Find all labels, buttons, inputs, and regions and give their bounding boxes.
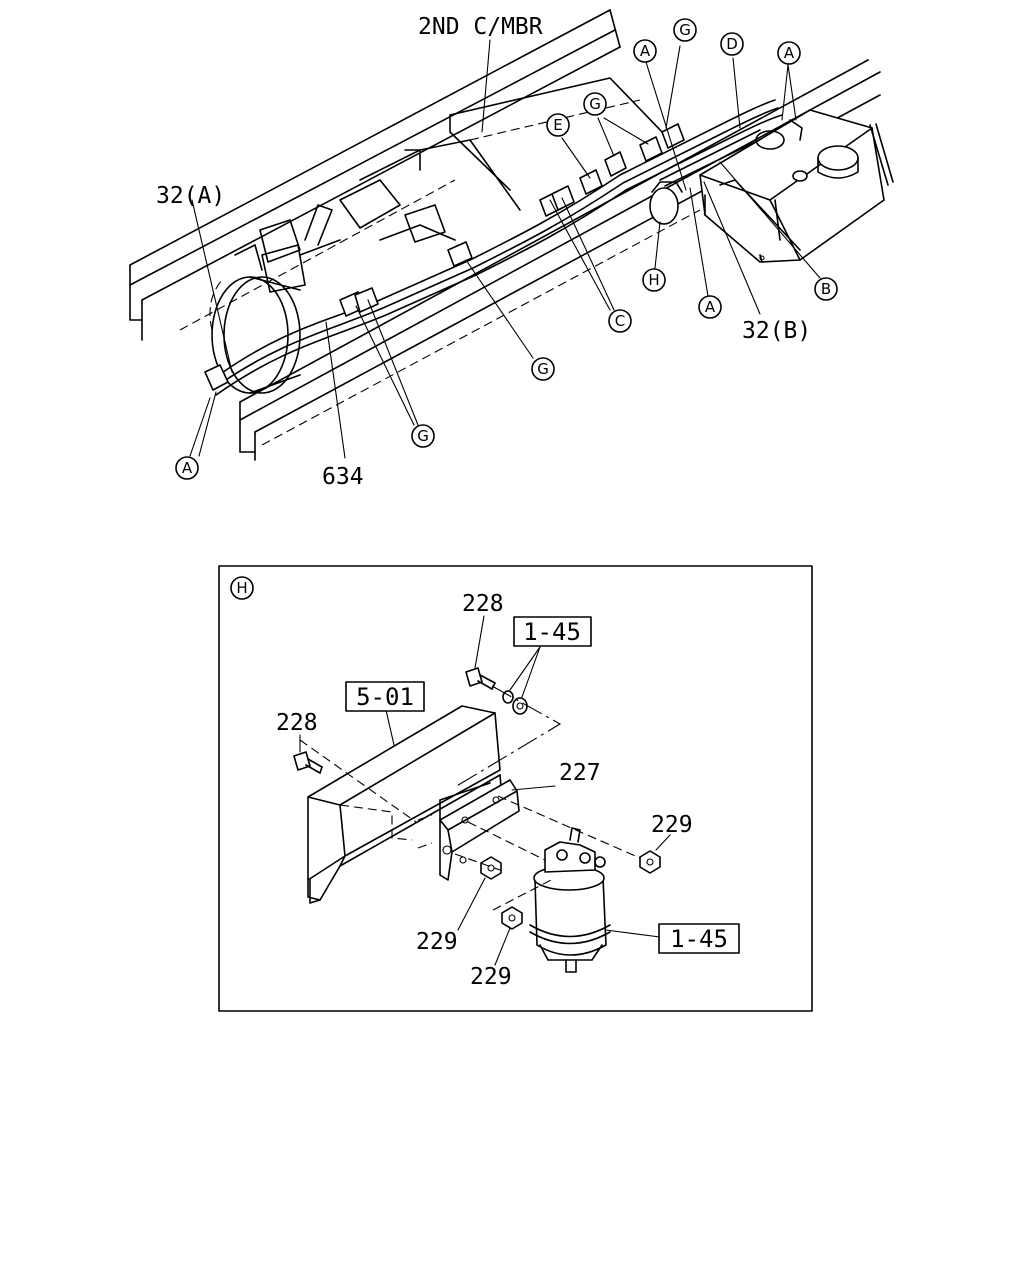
- svg-text:1-45: 1-45: [670, 925, 728, 953]
- sediment-filter: [649, 181, 683, 225]
- cross-member-label: 2ND C/MBR: [418, 14, 543, 40]
- nut-lower-left-label: 229: [416, 929, 458, 955]
- bell-housing: [209, 276, 301, 394]
- hose-a-label: 32(A): [156, 183, 225, 209]
- svg-text:A: A: [705, 298, 716, 316]
- svg-text:G: G: [417, 427, 429, 445]
- callout-c: C: [608, 309, 632, 333]
- bolt-left-label: 228: [276, 710, 318, 736]
- svg-text:D: D: [726, 35, 738, 53]
- detail-view-label: H: [230, 576, 254, 600]
- callout-b: B: [814, 277, 838, 301]
- bracket-label: 227: [559, 760, 601, 786]
- svg-text:H: H: [236, 579, 247, 597]
- bolt-upper: [465, 667, 496, 690]
- callout-a-top-right: A: [777, 41, 801, 65]
- svg-text:A: A: [182, 459, 193, 477]
- nut-lower-left: [480, 856, 502, 880]
- svg-text:1-45: 1-45: [523, 618, 581, 646]
- nut-right-label: 229: [651, 812, 693, 838]
- svg-text:B: B: [821, 280, 831, 298]
- callout-a-left: A: [175, 456, 199, 480]
- svg-text:G: G: [589, 95, 601, 113]
- bolt-left: [293, 751, 323, 774]
- callout-g-middle: G: [531, 357, 555, 381]
- callout-g-top: G: [673, 18, 697, 42]
- ref-filter-box: 1-45: [658, 923, 740, 954]
- ref-washer-box: 1-45: [513, 616, 592, 647]
- engine-components: [234, 149, 456, 293]
- callout-e: E: [546, 113, 570, 137]
- nut-bottom-label: 229: [470, 964, 512, 990]
- top-leader-lines: [189, 39, 821, 459]
- callout-a-top: A: [633, 39, 657, 63]
- fuel-filter: [529, 827, 611, 973]
- frame-rail-section: [299, 705, 504, 904]
- callout-g-upper: G: [583, 92, 607, 116]
- upper-frame-rail: [129, 9, 621, 341]
- svg-text:H: H: [648, 271, 659, 289]
- nut-right: [639, 850, 661, 874]
- bracket: [439, 779, 520, 881]
- detail-h-panel: H: [218, 565, 813, 1012]
- callout-h: H: [642, 268, 666, 292]
- fuel-pipe-bundle: [211, 99, 783, 396]
- chassis-fuel-line-view: 2ND C/MBR 32(A) 32(B) 634 A G G C H A: [129, 9, 894, 490]
- detail-leader-lines: [299, 615, 671, 966]
- svg-text:E: E: [553, 116, 562, 134]
- pipe-label: 634: [322, 464, 364, 490]
- svg-text:C: C: [615, 312, 625, 330]
- svg-text:5-01: 5-01: [356, 683, 414, 711]
- fuel-tank: [699, 109, 894, 263]
- svg-text:G: G: [537, 360, 549, 378]
- callout-a-lower-right: A: [698, 295, 722, 319]
- svg-text:A: A: [784, 44, 795, 62]
- bolt-upper-label: 228: [462, 591, 504, 617]
- lower-frame-rail: [239, 59, 881, 461]
- nut-bottom: [501, 906, 523, 930]
- detail-center-lines: [417, 685, 641, 911]
- ref-frame-box: 5-01: [345, 681, 425, 712]
- callout-d: D: [720, 32, 744, 56]
- svg-text:G: G: [679, 21, 691, 39]
- svg-text:A: A: [640, 42, 651, 60]
- hose-b-label: 32(B): [742, 318, 811, 344]
- callout-g-lower: G: [411, 424, 435, 448]
